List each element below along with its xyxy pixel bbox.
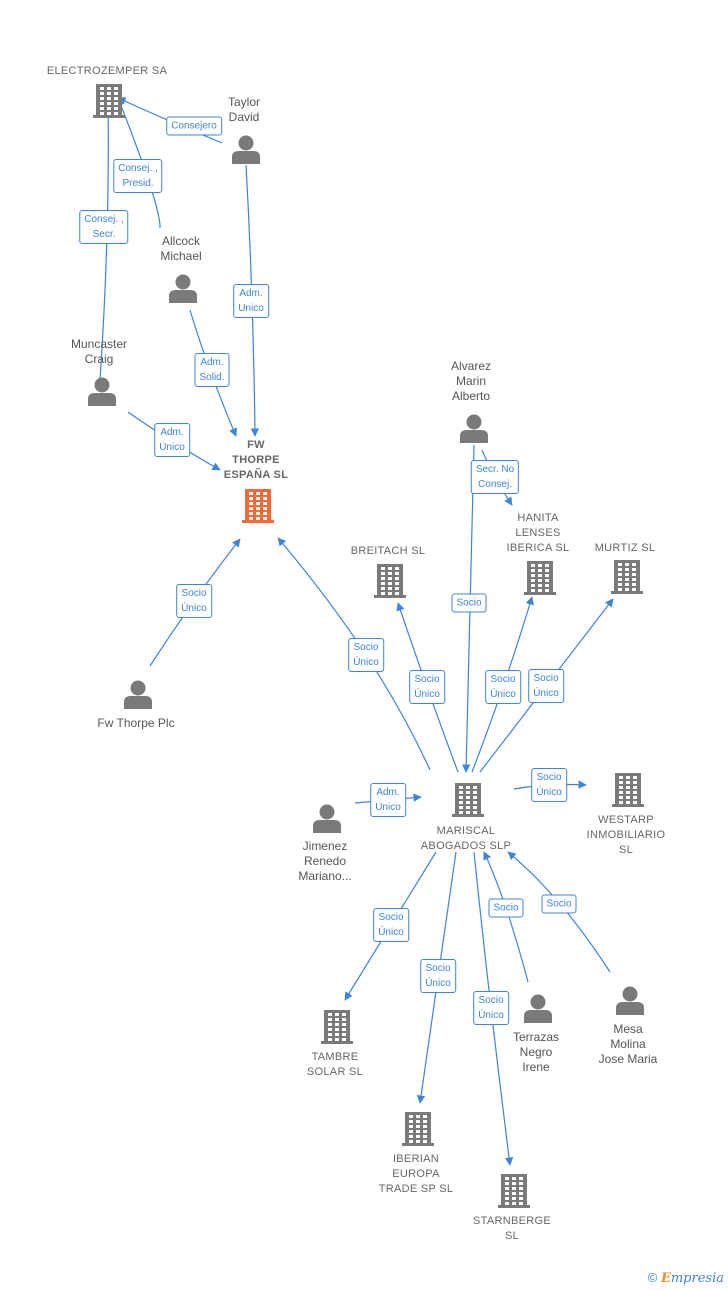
relation-label-socio-nico[interactable]: Socio Único — [176, 584, 212, 618]
node-label-tambre[interactable]: TAMBRE SOLAR SL — [306, 1051, 364, 1078]
building-icon[interactable] — [524, 561, 556, 595]
relation-label-socio-nico[interactable]: Socio Único — [420, 959, 456, 993]
person-icon[interactable] — [169, 274, 197, 304]
relation-label-secr-no-consej[interactable]: Secr. No Consej. — [470, 460, 520, 494]
node-label-hanita[interactable]: HANITA LENSES IBERICA SL — [506, 512, 570, 554]
node-label-terrazas[interactable]: Terrazas Negro Irene — [512, 1030, 560, 1074]
node-label-westarp[interactable]: WESTARP INMOBILIARIO SL — [586, 814, 666, 856]
relation-label-adm-solid[interactable]: Adm. Solid. — [194, 353, 230, 387]
relation-label-consej-presid[interactable]: Consej. , Presid. — [113, 159, 163, 193]
node-label-mariscal[interactable]: MARISCAL ABOGADOS SLP — [420, 825, 512, 852]
node-label-electrozemper[interactable]: ELECTROZEMPER SA — [46, 65, 168, 77]
brand-logo[interactable]: Empresia — [660, 1271, 724, 1286]
relation-label-socio[interactable]: Socio — [451, 593, 487, 613]
person-icon[interactable] — [524, 994, 552, 1024]
person-icon[interactable] — [313, 804, 341, 834]
relation-label-socio-nico[interactable]: Socio Único — [528, 669, 564, 703]
node-label-starnberge[interactable]: STARNBERGE SL — [473, 1215, 551, 1242]
building-icon[interactable] — [402, 1112, 434, 1146]
person-icon[interactable] — [88, 377, 116, 407]
relation-label-consejero[interactable]: Consejero — [166, 116, 222, 136]
relation-label-socio-nico[interactable]: Socio Único — [348, 638, 384, 672]
relation-label-adm-unico[interactable]: Adm. Unico — [370, 783, 406, 817]
node-label-muncaster[interactable]: Muncaster Craig — [70, 337, 128, 366]
relation-label-socio[interactable]: Socio — [541, 894, 577, 914]
building-icon[interactable] — [498, 1174, 530, 1208]
building-icon[interactable] — [611, 560, 643, 594]
relation-label-adm-unico[interactable]: Adm. Unico — [233, 284, 269, 318]
node-label-murtiz[interactable]: MURTIZ SL — [594, 542, 656, 554]
footer-credit: © Empresia — [648, 1270, 724, 1286]
building-icon[interactable] — [93, 84, 125, 118]
node-label-breitach[interactable]: BREITACH SL — [350, 545, 426, 557]
node-label-mesa[interactable]: Mesa Molina Jose Maria — [598, 1022, 658, 1066]
edge-taylor-to-electrozemper — [117, 97, 223, 144]
person-icon[interactable] — [124, 680, 152, 710]
node-label-alvarez[interactable]: Alvarez Marin Alberto — [450, 359, 492, 403]
relation-label-socio-nico[interactable]: Socio Único — [531, 768, 567, 802]
node-label-allcock[interactable]: Allcock Michael — [160, 234, 202, 263]
building-icon[interactable] — [452, 783, 484, 817]
node-label-jimenez[interactable]: Jimenez Renedo Mariano... — [298, 839, 352, 883]
relation-label-socio-nico[interactable]: Socio Único — [373, 908, 409, 942]
relation-label-socio[interactable]: Socio — [488, 898, 524, 918]
building-icon[interactable] — [374, 564, 406, 598]
relation-label-socio-nico[interactable]: Socio Único — [485, 670, 521, 704]
node-label-fwthorpe_plc[interactable]: Fw Thorpe Plc — [97, 716, 175, 730]
relation-label-socio-nico[interactable]: Socio Único — [409, 670, 445, 704]
relation-label-adm-unico[interactable]: Adm. Unico — [154, 423, 190, 457]
copyright-symbol: © — [647, 1270, 658, 1285]
building-icon[interactable] — [612, 773, 644, 807]
node-label-fwthorpe_es[interactable]: FW THORPE ESPAÑA SL — [223, 439, 289, 481]
relation-label-socio-nico[interactable]: Socio Único — [473, 991, 509, 1025]
node-label-taylor[interactable]: Taylor David — [227, 95, 261, 124]
person-icon[interactable] — [232, 135, 260, 165]
person-icon[interactable] — [616, 986, 644, 1016]
node-label-iberian[interactable]: IBERIAN EUROPA TRADE SP SL — [378, 1153, 454, 1195]
building-icon[interactable] — [321, 1010, 353, 1044]
relation-label-consej-secr[interactable]: Consej. , Secr. — [79, 210, 129, 244]
person-icon[interactable] — [460, 414, 488, 444]
building-icon[interactable] — [242, 489, 274, 523]
